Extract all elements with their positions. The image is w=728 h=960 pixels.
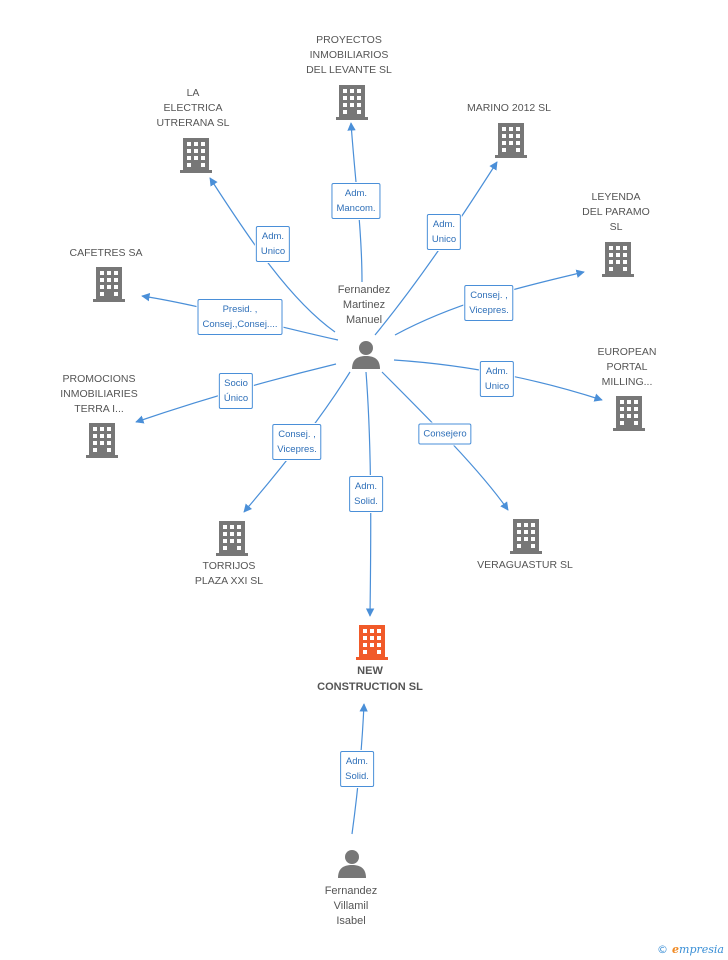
relation-box-promocions: Socio Único <box>218 373 254 409</box>
company-label-european[interactable]: EUROPEAN PORTAL MILLING... <box>597 346 657 388</box>
center-person-label[interactable]: Fernandez Martinez Manuel <box>337 284 391 326</box>
building-icon <box>602 242 634 277</box>
relation-box-european: Adm. Unico <box>479 361 515 397</box>
relation-box-proyectos: Adm. Mancom. <box>331 183 381 219</box>
building-icon <box>93 267 125 302</box>
copyright-icon: © <box>657 943 669 956</box>
main-building-icon <box>356 625 388 660</box>
company-label-cafetres[interactable]: CAFETRES SA <box>69 247 143 259</box>
company-label-promocions[interactable]: PROMOCIONS INMOBILIARIES TERRA I... <box>60 373 138 415</box>
relation-box-cafetres: Presid. , Consej.,Consej.... <box>197 299 283 335</box>
bottom-person-icon <box>338 850 366 878</box>
company-label-veraguastur[interactable]: VERAGUASTUR SL <box>477 559 573 571</box>
relation-box-torrijos: Consej. , Vicepres. <box>272 424 322 460</box>
relation-box-main: Adm. Solid. <box>349 476 383 512</box>
relation-box-marino: Adm. Unico <box>426 214 462 250</box>
company-label-proyectos[interactable]: PROYECTOS INMOBILIARIOS DEL LEVANTE SL <box>306 34 392 76</box>
relation-box-veraguastur: Consejero <box>418 423 472 445</box>
empresia-logo[interactable]: ©empresia <box>657 943 724 956</box>
company-label-leyenda[interactable]: LEYENDA DEL PARAMO SL <box>582 191 650 233</box>
company-label-electrica[interactable]: LA ELECTRICA UTRERANA SL <box>156 87 230 129</box>
building-icon <box>495 123 527 158</box>
building-icon <box>86 423 118 458</box>
relation-box-leyenda: Consej. , Vicepres. <box>464 285 514 321</box>
company-label-marino[interactable]: MARINO 2012 SL <box>466 102 552 114</box>
building-icon <box>613 396 645 431</box>
bottom-person-label[interactable]: Fernandez Villamil Isabel <box>324 885 378 927</box>
building-icon <box>216 521 248 556</box>
company-label-torrijos[interactable]: TORRIJOS PLAZA XXI SL <box>194 560 264 587</box>
relation-box-bottom: Adm. Solid. <box>340 751 374 787</box>
edge-electrica <box>209 177 336 333</box>
relation-box-electrica: Adm. Unico <box>255 226 291 262</box>
center-person-icon <box>352 341 380 369</box>
building-icon <box>336 85 368 120</box>
main-company-label[interactable]: NEW CONSTRUCTION SL <box>317 665 423 693</box>
building-icon <box>180 138 212 173</box>
building-icon <box>510 519 542 554</box>
